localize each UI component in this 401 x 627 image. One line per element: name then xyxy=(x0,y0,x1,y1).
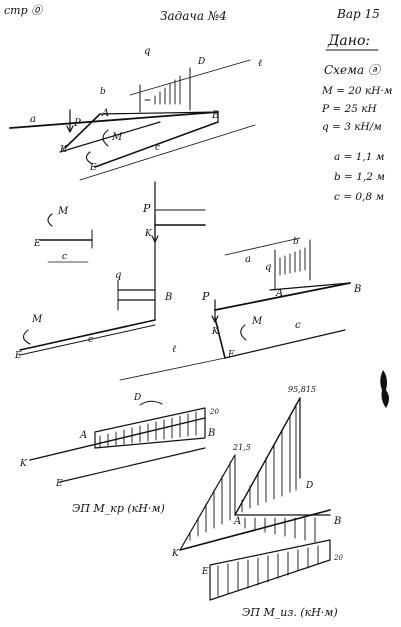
given-heading: Дано: xyxy=(327,33,370,49)
lower-left-c: c xyxy=(88,335,93,345)
lower-left-m: M xyxy=(31,314,43,325)
torque-b: B xyxy=(207,428,215,439)
top-scheme: a P A B K E M q D b c ℓ xyxy=(9,46,262,181)
mid-left-m: M xyxy=(57,206,69,217)
top-label-l: ℓ xyxy=(258,58,262,69)
bending-b: B xyxy=(333,516,341,527)
bending-a: A xyxy=(233,516,241,527)
given-line-4: a = 1,1 м xyxy=(334,151,384,163)
lr-label-p: P xyxy=(201,290,210,303)
lr-label-b-dim: b xyxy=(293,237,299,247)
mid-left-c: c xyxy=(62,252,67,262)
top-label-b-dim: b xyxy=(100,87,106,97)
top-label-p: P xyxy=(73,118,81,129)
top-label-a: a xyxy=(30,114,36,125)
torque-e: E xyxy=(55,479,63,489)
lr-label-c: c xyxy=(295,320,301,331)
torque-k: K xyxy=(19,459,28,469)
given-line-1: M = 20 кН·м xyxy=(321,85,392,97)
lr-label-m: M xyxy=(251,316,263,327)
torque-d: D xyxy=(133,393,141,403)
lower-right-scheme: a b q A B P K M E c ℓ xyxy=(119,237,361,381)
variant-label: Вар 15 xyxy=(336,7,380,21)
lr-label-b: B xyxy=(353,284,361,295)
given-scheme: Схема ⓐ xyxy=(324,63,382,77)
top-label-m: M xyxy=(111,132,123,143)
bending-diagram: 95,815 21,5 D A B K E 20 ЭП M_из. (кН·м) xyxy=(171,385,343,619)
torque-title: ЭП M_кр (кН·м) xyxy=(72,502,165,515)
bending-k: K xyxy=(171,549,180,559)
mid-center-piece: P K xyxy=(142,202,206,243)
mid-center-k: K xyxy=(144,229,153,239)
top-label-d: D xyxy=(197,57,205,67)
given-line-3: q = 3 кН/м xyxy=(322,121,382,133)
lr-label-e: E xyxy=(227,350,235,360)
lr-label-a: A xyxy=(275,288,283,299)
page-mark: стр ⓪ xyxy=(4,4,44,17)
top-label-k: K xyxy=(59,145,68,155)
bending-d: D xyxy=(305,481,313,491)
top-label-q: q xyxy=(144,46,150,57)
task-title: Задача №4 xyxy=(160,9,227,23)
top-label-a-point: A xyxy=(101,108,109,119)
lower-left-q: q xyxy=(115,270,121,281)
mid-left-piece: M E c xyxy=(33,206,93,263)
bending-top-value: 95,815 xyxy=(288,385,316,394)
torque-diagram: A B K E D 20 ЭП M_кр (кН·м) xyxy=(19,393,219,515)
lower-left-piece: q B M E c xyxy=(14,270,172,361)
lower-left-b: B xyxy=(164,292,172,303)
lower-left-e: E xyxy=(14,351,22,361)
top-label-b: B xyxy=(211,110,219,121)
mid-center-p: P xyxy=(142,202,151,215)
torque-a: A xyxy=(79,430,87,441)
mid-left-e: E xyxy=(33,239,41,249)
given-block: Дано: Схема ⓐ M = 20 кН·м P = 25 кН q = … xyxy=(321,33,392,203)
bending-mid-value: 21,5 xyxy=(232,443,251,452)
given-line-2: P = 25 кН xyxy=(321,103,378,115)
bending-low-value: 20 xyxy=(333,554,343,562)
bending-e: E xyxy=(201,567,209,577)
ink-blot xyxy=(380,370,389,408)
lr-label-q: q xyxy=(265,262,271,273)
torque-tick: 20 xyxy=(209,408,219,416)
given-line-6: c = 0,8 м xyxy=(334,191,384,203)
lr-label-k: K xyxy=(211,327,220,337)
given-line-5: b = 1,2 м xyxy=(334,171,385,183)
bending-title: ЭП M_из. (кН·м) xyxy=(242,606,338,619)
lr-label-a-dim: a xyxy=(245,254,251,265)
lr-label-l: ℓ xyxy=(172,344,176,355)
top-label-e: E xyxy=(89,163,97,173)
top-label-c: c xyxy=(155,143,160,153)
